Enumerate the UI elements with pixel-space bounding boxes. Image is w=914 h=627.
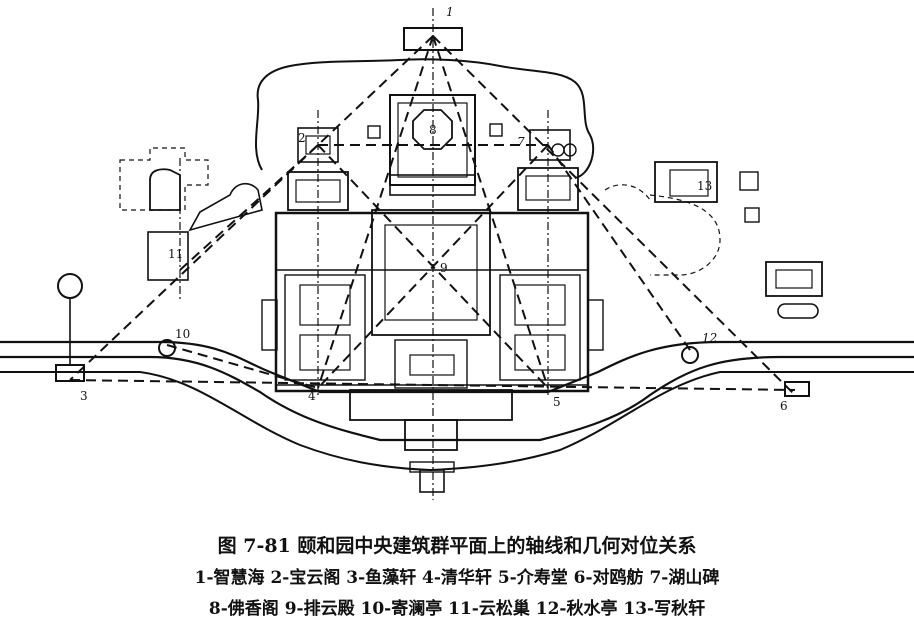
number-markers: 1 2 3 4 5 6 7 8 9 10 11 12 13	[80, 5, 788, 413]
marker-5: 5	[553, 395, 561, 409]
legend-line-1: 1-智慧海 2-宝云阁 3-鱼藻轩 4-清华轩 5-介寿堂 6-对鸥舫 7-湖山…	[194, 568, 720, 588]
marker-1: 1	[446, 5, 454, 19]
paiyun-courtyard	[371, 209, 491, 336]
foxiang-octagon	[412, 109, 453, 150]
alignment-lines	[69, 35, 796, 396]
marker-13: 13	[697, 179, 712, 193]
marker-3: 3	[80, 389, 88, 403]
marker-6: 6	[780, 399, 788, 413]
marker-10: 10	[175, 327, 190, 341]
marker-12: 12	[702, 331, 717, 345]
legend-line-2: 8-佛香阁 9-排云殿 10-寄澜亭 11-云松巢 12-秋水亭 13-写秋轩	[208, 599, 706, 619]
marker-9: 9	[440, 261, 448, 275]
marker-2: 2	[298, 131, 306, 145]
figure-caption: 图 7-81 颐和园中央建筑群平面上的轴线和几何对位关系	[217, 535, 697, 557]
site-plan-diagram: 1 2 3 4 5 6 7 8 9 10 11 12 13	[0, 5, 914, 500]
marker-7: 7	[517, 135, 525, 149]
lake-shore-lower	[0, 355, 914, 442]
marker-11: 11	[168, 247, 183, 261]
marker-8: 8	[429, 123, 437, 137]
marker-4: 4	[308, 389, 316, 403]
